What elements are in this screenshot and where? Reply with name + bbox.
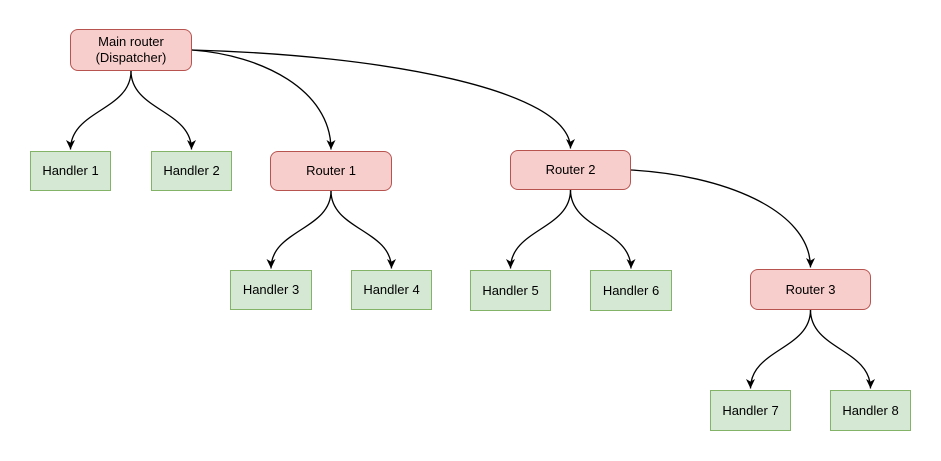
edge-r3-h7 xyxy=(746,309,812,389)
node-label: Main router (Dispatcher) xyxy=(95,34,167,65)
node-h8: Handler 8 xyxy=(830,390,911,431)
edge-main-r1 xyxy=(191,49,336,150)
node-h5: Handler 5 xyxy=(470,270,551,311)
node-label: Router 2 xyxy=(545,162,596,177)
node-r3: Router 3 xyxy=(750,269,871,310)
node-label: Handler 2 xyxy=(163,163,220,178)
node-h3: Handler 3 xyxy=(230,270,312,310)
node-h7: Handler 7 xyxy=(710,390,791,431)
edge-r2-h5 xyxy=(506,189,572,269)
edge-r2-r3 xyxy=(630,169,815,268)
node-main: Main router (Dispatcher) xyxy=(70,29,192,71)
node-label: Handler 4 xyxy=(363,282,420,297)
edge-main-h2 xyxy=(130,70,196,150)
edge-r3-h8 xyxy=(809,309,875,389)
node-r2: Router 2 xyxy=(510,150,631,190)
node-label: Handler 7 xyxy=(722,402,779,418)
node-label: Handler 5 xyxy=(482,282,539,298)
node-r1: Router 1 xyxy=(270,151,392,191)
node-label: Router 3 xyxy=(785,281,836,297)
node-label: Handler 6 xyxy=(602,282,660,298)
node-h4: Handler 4 xyxy=(351,270,432,310)
node-label: Handler 1 xyxy=(42,163,99,178)
edge-r2-h6 xyxy=(569,189,636,269)
edge-r1-h3 xyxy=(266,190,332,269)
edge-r1-h4 xyxy=(330,190,396,269)
node-label: Handler 8 xyxy=(842,402,899,418)
edge-main-r2 xyxy=(191,49,575,149)
node-h6: Handler 6 xyxy=(590,270,672,311)
node-h1: Handler 1 xyxy=(30,151,111,191)
node-label: Router 1 xyxy=(306,163,356,178)
edges-group xyxy=(66,49,875,389)
edge-main-h1 xyxy=(66,70,132,150)
node-h2: Handler 2 xyxy=(151,151,232,191)
node-label: Handler 3 xyxy=(242,282,300,297)
